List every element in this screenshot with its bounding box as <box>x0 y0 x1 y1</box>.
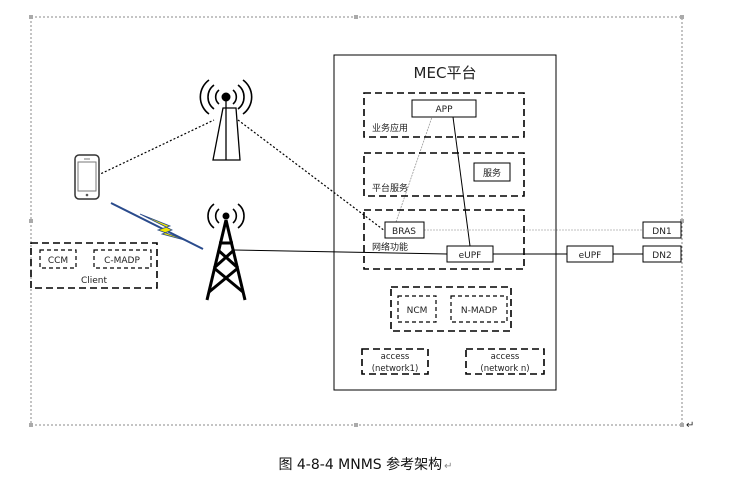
ccm-label: CCM <box>48 256 68 266</box>
bras-box <box>384 221 425 239</box>
phone-to-tower-link <box>93 119 215 178</box>
mec-platform-title: MEC平台 <box>414 64 477 82</box>
eupf-label: eUPF <box>459 251 482 261</box>
client-label: Client <box>81 276 108 286</box>
external-eupf-label: eUPF <box>579 251 602 261</box>
ccm-box <box>39 249 77 269</box>
cmadp-box <box>93 249 152 269</box>
mast-to-eupf-link <box>233 249 448 255</box>
access-network1-line2: (network1) <box>372 364 419 374</box>
frame-paragraph-mark: ↵ <box>686 420 694 431</box>
bras-to-app-link <box>395 116 433 223</box>
app-box <box>411 99 477 118</box>
platform-service-label: 平台服务 <box>372 182 408 194</box>
access-network1-line1: access <box>381 352 410 362</box>
outer-frame <box>30 16 683 426</box>
app-label: APP <box>435 105 453 115</box>
app-to-eupf-link <box>452 116 471 247</box>
service-label: 服务 <box>483 167 501 179</box>
tower-to-bras-link <box>237 119 386 232</box>
access-networkn-line1: access <box>491 352 520 362</box>
service-box <box>473 162 511 182</box>
phone-icon <box>74 154 100 200</box>
eupf-box <box>446 245 494 263</box>
business-app-section: 业务应用 <box>363 92 525 138</box>
dn1-label: DN1 <box>652 227 671 237</box>
external-eupf-box <box>566 245 614 263</box>
ncm-box <box>397 295 437 323</box>
figure-caption: 图 4-8-4 MNMS 参考架构↵ <box>0 454 731 474</box>
bras-label: BRAS <box>392 227 416 237</box>
caption-text: 图 4-8-4 MNMS 参考架构 <box>278 457 443 473</box>
platform-service-section: 平台服务 <box>363 152 525 197</box>
ncm-label: NCM <box>407 306 428 316</box>
network-function-label: 网络功能 <box>372 241 408 253</box>
access-network1-box <box>361 348 429 375</box>
cmadp-label: C-MADP <box>104 256 140 266</box>
access-networkn-line2: (network n) <box>480 364 529 374</box>
access-networkn-box <box>465 348 545 375</box>
dn2-box <box>642 245 682 263</box>
business-app-label: 业务应用 <box>372 122 408 134</box>
dn2-label: DN2 <box>652 251 671 261</box>
connections <box>93 116 643 255</box>
tower-icon <box>199 79 253 161</box>
dn1-box <box>642 221 682 239</box>
mec-platform-box <box>333 54 557 391</box>
lightning-icon <box>110 202 204 250</box>
ncm-nmadp-group <box>390 286 512 332</box>
frame-handles <box>29 15 684 427</box>
nmadp-label: N-MADP <box>461 306 498 316</box>
caption-paragraph-mark: ↵ <box>444 461 453 472</box>
radio-mast-icon <box>205 203 247 301</box>
nmadp-box <box>450 295 508 323</box>
network-function-section: 网络功能 <box>363 209 525 270</box>
client-group <box>30 242 158 289</box>
